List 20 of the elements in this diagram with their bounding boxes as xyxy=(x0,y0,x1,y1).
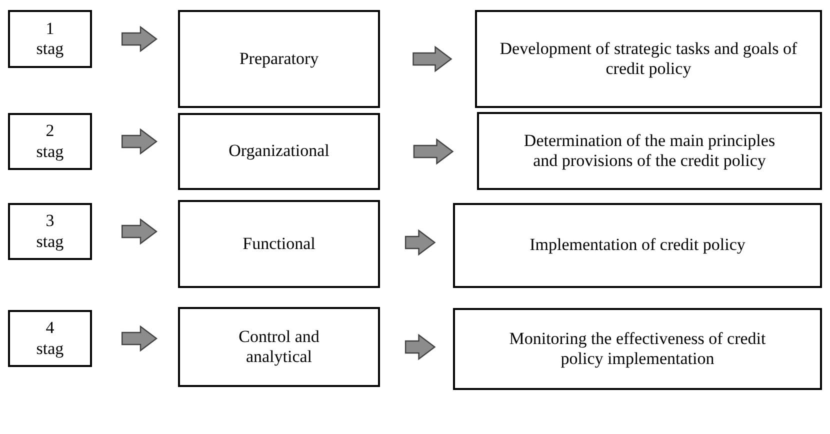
stage-box: 3 stag xyxy=(8,203,92,260)
block-arrow xyxy=(404,334,436,360)
stage-box: Organizational xyxy=(178,113,380,190)
block-arrow xyxy=(413,138,454,165)
stage-box: Determination of the main principles and provisions of the credit policy xyxy=(477,112,822,190)
block-arrow xyxy=(122,218,158,245)
block-arrow xyxy=(122,26,158,52)
stage-box: 1 stag xyxy=(8,10,92,68)
stage-box: Preparatory xyxy=(178,10,380,108)
stage-box: Functional xyxy=(178,200,380,288)
block-arrow xyxy=(404,229,436,256)
block-arrow xyxy=(412,46,452,72)
block-arrow xyxy=(122,128,158,155)
stage-box: Monitoring the effectiveness of credit policy implementation xyxy=(453,308,822,390)
stage-box: 4 stag xyxy=(8,310,92,367)
stage-box: Implementation of credit policy xyxy=(453,203,822,288)
stage-box: Control and analytical xyxy=(178,307,380,387)
stage-box: Development of strategic tasks and goals of credit policy xyxy=(475,10,822,108)
stage-box: 2 stag xyxy=(8,113,92,170)
block-arrow xyxy=(122,325,158,352)
